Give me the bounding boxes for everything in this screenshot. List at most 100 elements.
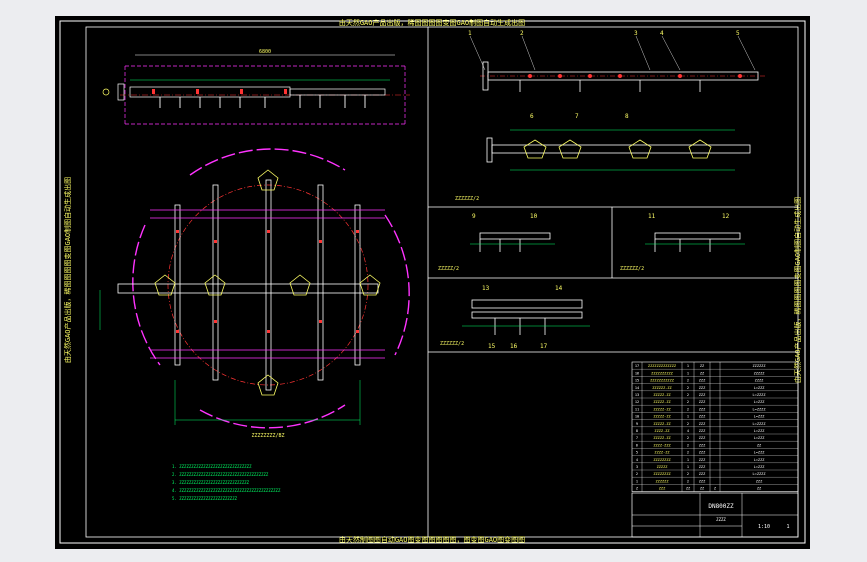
callout-4: 4 [660,30,664,37]
bom-cell: ZZZZ-ZZ [654,429,670,433]
callout-12: 12 [722,213,730,220]
notes: 1. ZZZZZZZZZZZZZZZZZZZZZZZZZZZZZZ 2. ZZZ… [172,464,281,501]
bom-cell: L=ZZZ [754,465,766,469]
bom-cell: L=ZZZ [754,429,766,433]
detail-1-label: ZZZZZZ/2 [455,196,479,202]
bom-cell: ZZZ [699,386,706,390]
bom-cell: 2 [687,400,689,404]
bom-cell: 2 [687,386,689,390]
bom-cell: 2 [687,422,689,426]
bom-cell: ZZZ [699,407,706,411]
note-1: 1. ZZZZZZZZZZZZZZZZZZZZZZZZZZZZZZ [172,464,252,469]
left-vertical-title: 由天然GAO产品出版，稀图图图图变图GAO制图自动生成出图 [63,177,72,363]
detail-view-4: 13 14 15 16 17 ZZZZZZ/2 [440,285,590,350]
bom-cell: L=ZZZ [754,458,766,462]
bom-cell: 2 [636,472,638,476]
top-dimension: 6800 [259,49,271,55]
bom-cell: L=ZZZZ [753,393,767,397]
bom-cell: 8 [636,429,638,433]
drawing-sub: ZZZZ [716,517,726,522]
bom-cell: ZZZZZZ-ZZ [652,386,672,390]
bom-cell: ZZ [700,364,705,368]
bom-cell: 7 [636,436,638,440]
callout-1: 1 [468,30,472,37]
bom-cell: ZZZ [699,443,706,447]
outer-border [59,20,806,544]
bom-cell: 2 [687,393,689,397]
drawing-number: DN800ZZ [708,503,734,510]
bom-cell: ZZ [757,443,762,447]
bom-cell: ZZZZZ-ZZ [653,407,671,411]
bom-cell: ZZZZZZZZ [653,458,671,462]
detail-4-label: ZZZZZZ/2 [440,341,464,347]
bom-header-cell: ZZZ [659,487,666,491]
callout-16: 16 [510,343,518,350]
detail-3-label: ZZZZZZ/2 [620,266,644,272]
callout-8: 8 [625,113,629,120]
bom-cell: 2 [687,407,689,411]
bom-cell: 1 [687,458,689,462]
bom-cell: 1 [687,364,689,368]
callout-5: 5 [736,30,740,37]
note-3: 3. ZZZZZZZZZZZZZZZZZZZZZZZZZZZZZ [172,480,250,485]
bom-cell: ZZZ [699,415,706,419]
callout-10: 10 [530,213,538,220]
bom-cell: 10 [635,415,639,419]
bom-header-cell: Z [714,487,717,491]
bom-cell: ZZZZZ [754,371,766,375]
plan-view: ZZZZZZZZ/BZ [99,148,410,439]
bom-cell: ZZZZ [755,379,764,383]
bom-cell: 3 [636,465,638,469]
callout-17: 17 [540,343,548,350]
bom-cell: ZZZZZ-ZZ [653,436,671,440]
callout-6: 6 [530,113,534,120]
detail-view-1: 1 2 3 4 5 6 7 8 ZZZZZZ/2 [455,30,765,202]
bom-cell: 4 [687,429,689,433]
bom-cell: ZZZ [699,465,706,469]
bom-cell: ZZZ [699,379,706,383]
bom-cell: ZZZ [699,472,706,476]
bom-cell: L=ZZZ [754,415,766,419]
inner-border [85,26,799,538]
bom-header-cell: ZZ [686,487,691,491]
bom-cell: ZZZZZZ [753,364,767,368]
drawing-sheet: 1 [786,524,789,530]
bom-cell: 2 [687,479,689,483]
bom-cell: ZZZZ-ZZ [654,451,670,455]
bom-cell: ZZZ [699,422,706,426]
bom-cell: 1 [687,465,689,469]
bom-cell: ZZZ [699,479,706,483]
bom-cell: L=ZZZ [754,386,766,390]
bom-cell: ZZZ [699,458,706,462]
bom-cell: ZZZZZZZZZZ [651,371,673,375]
bom-cell: ZZZ [699,429,706,433]
bom-cell: ZZ [700,371,705,375]
bom-cell: 2 [687,436,689,440]
bom-cell: 4 [636,458,638,462]
top-title: 由天然GAO产品出版，稀图图图图变图GAO制图自动生成出图 [339,18,525,27]
bom-cell: ZZZZZZ [656,479,670,483]
note-4: 4. ZZZZZZZZZZZZZZZZZZZZZZZZZZZZZZZZZZZZZ… [172,488,281,493]
bom-cell: L=ZZZ [754,400,766,404]
bom-header-cell: ZZ [757,487,762,491]
bom-cell: 13 [635,393,639,397]
callout-15: 15 [488,343,496,350]
drawing-scale: 1:10 [758,524,770,530]
bom-cell: L=ZZZZ [753,407,767,411]
bom-cell: ZZZZZ-ZZ [653,415,671,419]
bom-cell: ZZZZZ-ZZ [653,393,671,397]
bom-cell: 5 [636,451,638,455]
callout-2: 2 [520,30,524,37]
callout-13: 13 [482,285,490,292]
bom-cell: 9 [636,422,638,426]
bom-cell: 2 [687,451,689,455]
bom-cell: 11 [635,407,639,411]
note-2: 2. ZZZZZZZZZZZZZZZZZZZZZZZZZZZZZZZZZZZZZ [172,472,269,477]
bottom-title: 由天然制图图自动GAO图变图图图图图，图变图GAO图变图图 [339,535,525,544]
bom-cell: ZZZZZZZZZZZ [650,379,675,383]
detail-view-2: 9 10 ZZZZZ/2 [438,213,555,272]
bom-cell: 12 [635,400,639,404]
bom-cell: 2 [687,443,689,447]
